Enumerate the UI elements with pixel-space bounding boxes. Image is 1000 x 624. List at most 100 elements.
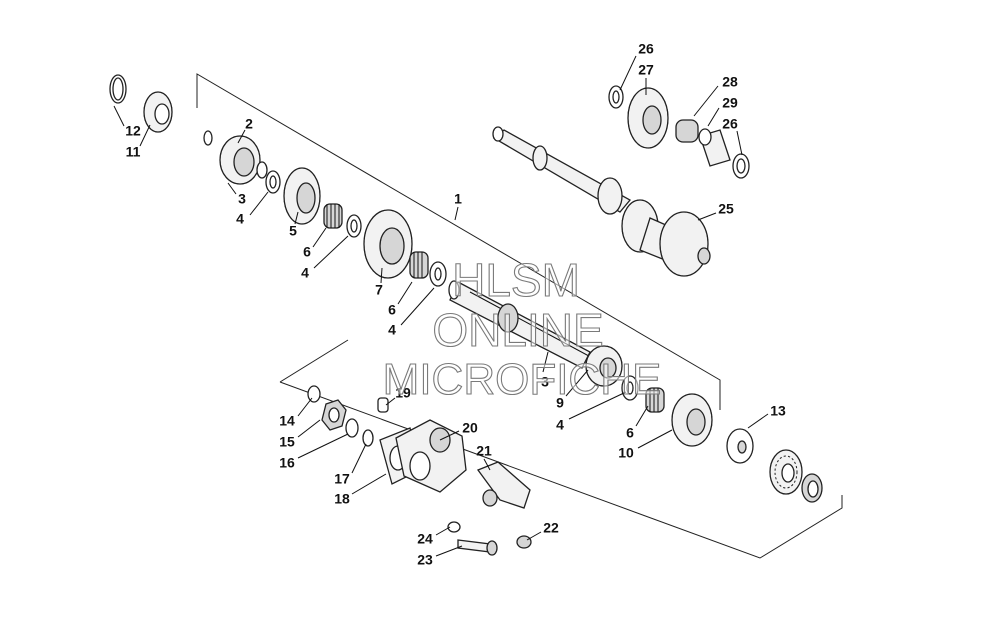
nut-part [321, 399, 347, 431]
callout-leader-c20 [439, 430, 460, 441]
shift-lever-part [476, 461, 531, 509]
callout-leader-c5 [294, 211, 299, 225]
shaft-seal-part [801, 473, 823, 503]
reverse-housing-bracket [279, 339, 843, 559]
bushing-part [675, 119, 699, 143]
callout-leader-c24 [435, 526, 451, 536]
gear-5-part [283, 167, 321, 225]
callout-label-c5: 5 [289, 223, 297, 239]
callout-leader-c17 [351, 443, 367, 474]
needle-bearing-part [323, 203, 343, 229]
needle-bearing-part [645, 387, 665, 413]
callout-leader-c29 [707, 107, 720, 127]
callout-leader-c26b [736, 130, 743, 156]
callout-leader-c4c [400, 287, 435, 326]
callout-label-c14: 14 [279, 413, 295, 429]
gear-10-part [671, 393, 713, 447]
ball-bearing-part [769, 449, 803, 495]
watermark-line-1: HLSM [452, 254, 580, 306]
callout-label-c7: 7 [375, 282, 383, 298]
cap-part [516, 535, 532, 549]
callout-label-c13: 13 [770, 403, 786, 419]
callout-label-c18: 18 [334, 491, 350, 507]
callout-leader-c6a [312, 227, 327, 248]
thrust-washer-part [726, 428, 754, 464]
callout-label-c3b: 3 [541, 374, 549, 390]
callout-leader-c9 [565, 369, 589, 397]
callout-label-c25: 25 [718, 201, 734, 217]
spacer-washer-part [732, 153, 750, 179]
callout-leader-c13 [747, 413, 769, 429]
callout-label-c12: 12 [125, 123, 141, 139]
callout-label-c4a: 4 [236, 211, 244, 227]
callout-label-c1: 1 [454, 191, 462, 207]
callout-leader-c21 [483, 458, 491, 471]
callout-label-c29: 29 [722, 95, 738, 111]
housing-cover-part [395, 419, 467, 493]
small-gear-part [143, 91, 173, 133]
callout-label-c19: 19 [395, 385, 411, 401]
callout-label-c6b: 6 [388, 302, 396, 318]
callout-leader-c3 [227, 182, 237, 195]
washer-part [429, 261, 447, 287]
washer-part [265, 170, 281, 194]
callout-leader-c16 [297, 433, 349, 459]
splined-main-shaft-part [448, 280, 601, 369]
callout-label-c26b: 26 [722, 116, 738, 132]
callout-label-c21: 21 [476, 443, 492, 459]
shift-hub-part [203, 130, 268, 185]
callout-leader-c18 [351, 473, 387, 495]
callout-leader-c2 [237, 129, 246, 144]
callout-label-c11: 11 [126, 144, 141, 160]
callout-label-c6c: 6 [626, 425, 634, 441]
output-shaft-part [492, 126, 711, 277]
callout-label-c27: 27 [638, 62, 654, 78]
snap-ring-part [109, 74, 127, 104]
lock-ring-part [307, 385, 321, 403]
bolt-part [457, 539, 498, 556]
watermark-line-2: ONLINE [432, 304, 603, 356]
callout-leader-c12 [113, 105, 125, 127]
callout-leader-c26a [619, 55, 637, 91]
callout-leader-c28 [693, 85, 719, 117]
callout-label-c28: 28 [722, 74, 738, 90]
shaft-assembly-bracket [196, 73, 721, 410]
callout-label-c6a: 6 [303, 244, 311, 260]
callout-label-c23: 23 [417, 552, 433, 568]
callout-label-c17: 17 [334, 471, 350, 487]
callout-label-c20: 20 [462, 420, 478, 436]
callout-label-c4c: 4 [388, 322, 396, 338]
callout-leader-c4d [568, 391, 627, 420]
callout-label-c9: 9 [556, 395, 564, 411]
callout-label-c2: 2 [245, 116, 253, 132]
callout-leader-c4a [249, 191, 269, 216]
spacer-washer-part [608, 85, 624, 109]
callout-leader-c19 [385, 397, 396, 406]
callout-leader-c11 [139, 124, 151, 147]
sleeve-part [698, 128, 731, 167]
washer-24-part [447, 521, 461, 533]
callout-label-c4d: 4 [556, 417, 564, 433]
callout-leaders [113, 55, 769, 557]
needle-bearing-part [409, 251, 429, 279]
callout-leader-c1 [454, 206, 459, 221]
dowel-pin-part [377, 397, 389, 413]
callout-leader-c3b [542, 351, 549, 373]
retaining-clip-part [362, 429, 374, 447]
callout-leader-c25 [697, 212, 717, 221]
callout-leader-c15 [297, 419, 321, 438]
callout-leader-c23 [435, 545, 463, 557]
callout-label-c4b: 4 [301, 265, 309, 281]
callout-leader-c10 [637, 429, 673, 449]
gear-7-part [363, 209, 413, 279]
callout-label-c10: 10 [618, 445, 634, 461]
shift-collar-part [585, 345, 623, 387]
callout-label-c15: 15 [279, 434, 295, 450]
callout-leader-c14 [297, 397, 313, 417]
callout-leader-c22 [526, 531, 542, 541]
callout-label-c3: 3 [238, 191, 246, 207]
callout-leader-c6c [635, 405, 649, 427]
washer-part [621, 375, 639, 401]
